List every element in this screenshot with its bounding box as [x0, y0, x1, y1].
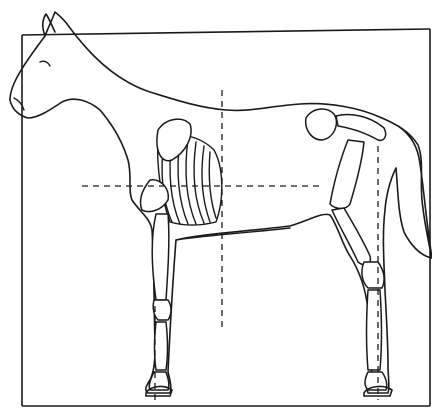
rib-7 — [209, 152, 216, 218]
femur — [330, 140, 364, 209]
hooves — [146, 386, 392, 396]
radius — [152, 214, 169, 300]
guide-lines — [82, 90, 378, 400]
hind-cannon — [367, 290, 382, 370]
humerus — [140, 180, 168, 212]
rib-6 — [202, 146, 210, 222]
belly-line — [176, 228, 290, 240]
pelvis — [306, 109, 337, 140]
carpus — [153, 300, 171, 320]
sacrum — [336, 115, 386, 141]
tibia — [332, 208, 370, 265]
cannon-bone — [155, 322, 168, 370]
hock — [362, 262, 384, 288]
horse-eye — [40, 61, 50, 66]
forelimb-skeleton — [140, 119, 191, 390]
horse-tail — [398, 126, 432, 258]
